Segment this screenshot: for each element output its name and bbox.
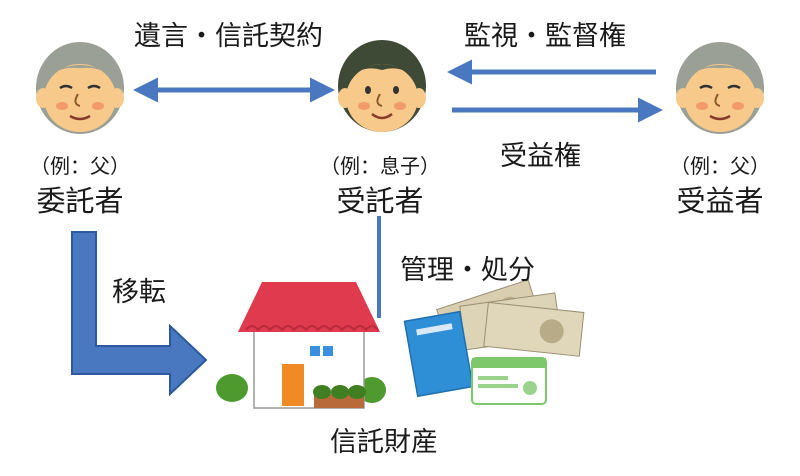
beneficiary-example: （例：父） bbox=[670, 154, 770, 178]
contract-label: 遺言・信託契約 bbox=[134, 21, 323, 52]
trustee-example: （例：息子） bbox=[320, 154, 440, 178]
management-label: 管理・処分 bbox=[400, 255, 535, 286]
beneficial-right-label: 受益権 bbox=[500, 141, 581, 172]
house-icon bbox=[216, 282, 386, 409]
settlor-role: 委託者 bbox=[36, 184, 124, 218]
beneficiary-face-icon bbox=[676, 42, 764, 134]
supervision-label: 監視・監督権 bbox=[464, 21, 626, 52]
card-icon bbox=[471, 357, 547, 405]
transfer-label: 移転 bbox=[112, 277, 166, 308]
trustee-face-icon bbox=[338, 40, 426, 132]
transfer-arrow bbox=[71, 231, 208, 397]
settlor-face-icon bbox=[36, 42, 124, 134]
trust-property-label: 信託財産 bbox=[330, 427, 438, 458]
settlor-example: （例：父） bbox=[30, 154, 130, 178]
passbook-icon bbox=[403, 310, 474, 398]
trustee-role: 受託者 bbox=[336, 184, 424, 218]
beneficiary-role: 受益者 bbox=[676, 184, 764, 218]
